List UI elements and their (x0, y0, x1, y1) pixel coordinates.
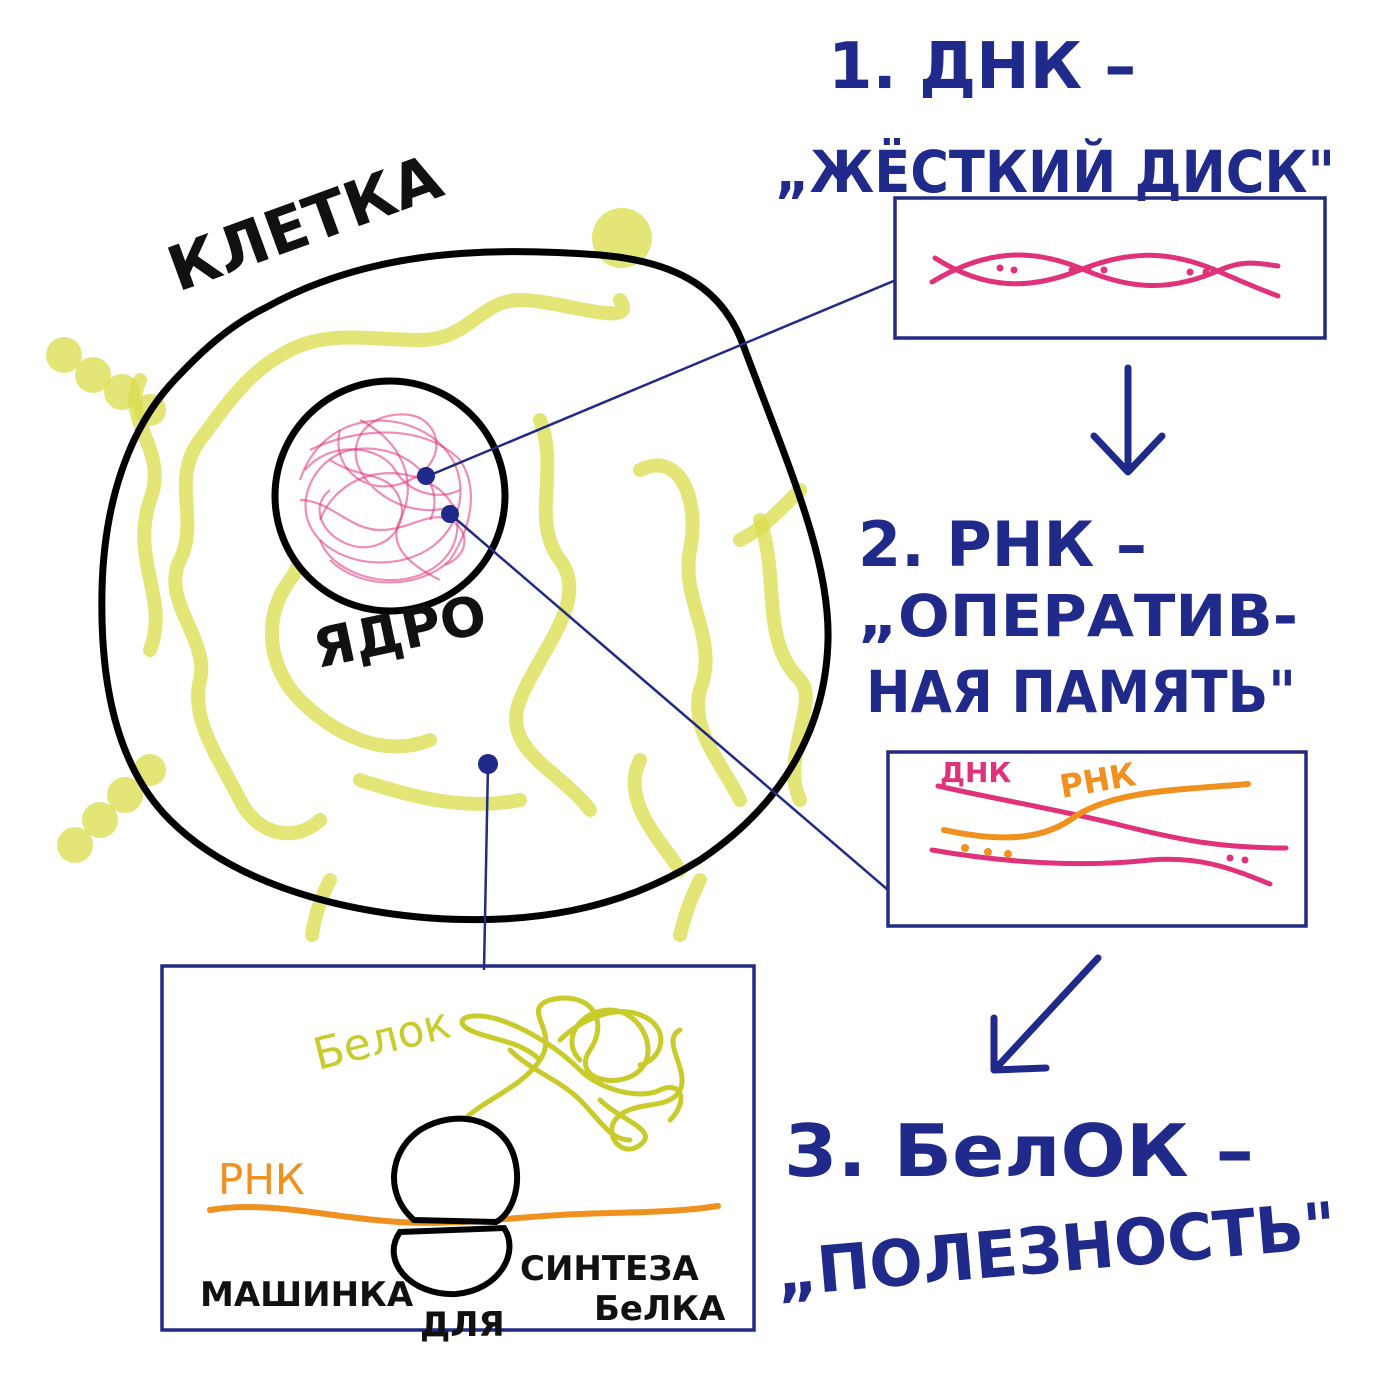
caption-machine: МАШИНКА (200, 1275, 414, 1315)
rna-box: ДНК РНК (886, 750, 1308, 928)
arrow-down-left-icon (990, 954, 1102, 1074)
caption-protein: БеЛКА (594, 1289, 726, 1329)
rna-anchor-dot (441, 505, 459, 523)
step2-heading: 2. РНК – (858, 508, 1147, 581)
step1-subheading: „ЖЁСТКИЙ ДИСК" (775, 137, 1335, 206)
dna-anchor-dot (417, 467, 435, 485)
ribosome-large-subunit (391, 1115, 521, 1226)
chromatin (298, 413, 472, 584)
dna-box (893, 196, 1327, 340)
dna-strand-top (935, 783, 1289, 851)
step2-subheading-2: НАЯ ПАМЯТЬ" (866, 658, 1296, 726)
protein-label: Белок (308, 998, 455, 1081)
dna-strand-bottom (929, 847, 1273, 887)
rna-strand (941, 781, 1251, 841)
ribosome (390, 1115, 521, 1298)
step3-subheading: „ПОЛЕЗНОСТЬ" (773, 1189, 1339, 1312)
nucleus (271, 377, 509, 615)
cell-label: КЛЕТКА (158, 140, 451, 306)
step2-subheading-1: „ОПЕРАТИВ- (858, 582, 1298, 650)
caption-for: ДЛЯ (420, 1305, 505, 1345)
cell-membrane (98, 248, 832, 924)
arrow-down-icon (1090, 364, 1166, 476)
step3-heading: 3. БелОК – (784, 1109, 1254, 1193)
leader-lines (417, 278, 897, 971)
dna-double-helix (929, 252, 1281, 299)
ribosome-rna-label: РНК (218, 1155, 305, 1204)
step1-heading: 1. ДНК – (828, 30, 1136, 104)
caption-synthesis: СИНТЕЗА (520, 1249, 699, 1289)
protein-synthesis-box: Белок РНК МАШИНКА ДЛЯ СИНТЕЗА БеЛКА (160, 964, 756, 1345)
ribosome-anchor-dot (478, 754, 498, 774)
protein-chain (455, 995, 685, 1152)
rna-box-dna-label: ДНК (940, 756, 1011, 789)
ribosome-small-subunit (390, 1224, 513, 1298)
